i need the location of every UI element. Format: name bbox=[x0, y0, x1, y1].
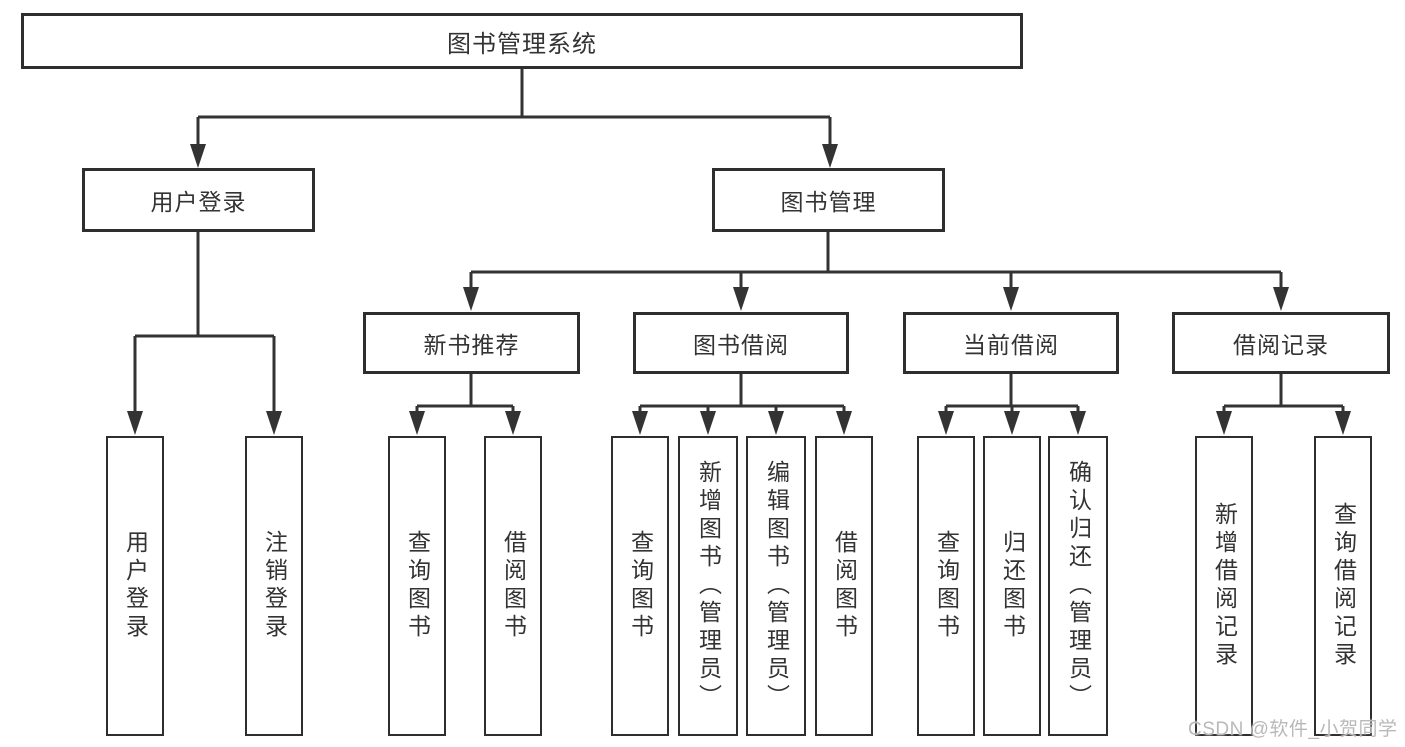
leaf-edit-books-admin: 编辑图书（管理员） bbox=[746, 436, 806, 736]
csdn-watermark: CSDN @软件_小贺同学 bbox=[1188, 714, 1397, 741]
node-label: 查询图书 bbox=[404, 530, 431, 642]
leaf-query-books-current: 查询图书 bbox=[917, 436, 975, 736]
arrowhead bbox=[822, 144, 838, 168]
node-label: 借阅记录 bbox=[1233, 332, 1329, 358]
leaf-borrow-books-recommend: 借阅图书 bbox=[484, 436, 542, 736]
node-label: 借阅图书 bbox=[831, 530, 858, 642]
arrowhead bbox=[1216, 411, 1232, 435]
arrowhead bbox=[632, 411, 648, 435]
arrowhead bbox=[836, 411, 852, 435]
node-library-management-system: 图书管理系统 bbox=[21, 13, 1023, 69]
node-borrowing-records: 借阅记录 bbox=[1172, 312, 1390, 374]
arrowhead bbox=[409, 411, 425, 435]
arrowhead bbox=[1335, 411, 1351, 435]
node-book-borrowing: 图书借阅 bbox=[633, 312, 849, 374]
node-label: 查询图书 bbox=[933, 530, 960, 642]
connector-current-borrow-to-leaves bbox=[944, 374, 1080, 412]
node-label: 用户登录 bbox=[150, 189, 247, 215]
arrowhead bbox=[190, 144, 206, 168]
node-label: 用户登录 bbox=[122, 530, 149, 642]
node-label: 当前借阅 bbox=[963, 332, 1059, 358]
connector-borrow-records-to-leaves bbox=[1222, 374, 1345, 412]
leaf-query-books-borrowing: 查询图书 bbox=[611, 436, 669, 736]
node-label: 新增图书（管理员） bbox=[695, 460, 722, 712]
arrowhead bbox=[938, 411, 954, 435]
leaf-query-books-recommend: 查询图书 bbox=[388, 436, 446, 736]
node-label: 编辑图书（管理员） bbox=[763, 460, 790, 712]
node-label: 确认归还（管理员） bbox=[1065, 460, 1092, 712]
leaf-add-books-admin: 新增图书（管理员） bbox=[678, 436, 738, 736]
leaf-query-borrow-record: 查询借阅记录 bbox=[1314, 436, 1372, 736]
node-label: 借阅图书 bbox=[500, 530, 527, 642]
arrowhead bbox=[1003, 287, 1019, 311]
node-label: 图书借阅 bbox=[693, 332, 789, 358]
arrowheads bbox=[127, 144, 1351, 435]
connector-book-management-to-level3 bbox=[469, 232, 1283, 288]
leaf-user-login: 用户登录 bbox=[106, 436, 164, 736]
arrowhead bbox=[505, 411, 521, 435]
arrowhead bbox=[1004, 411, 1020, 435]
node-new-book-recommendation: 新书推荐 bbox=[363, 312, 580, 374]
node-label: 归还图书 bbox=[999, 530, 1026, 642]
connector-book-borrow-to-leaves bbox=[638, 374, 846, 412]
node-label: 图书管理 bbox=[780, 189, 877, 215]
node-label: 新书推荐 bbox=[423, 332, 520, 358]
node-current-borrowing: 当前借阅 bbox=[903, 312, 1119, 374]
arrowhead bbox=[700, 411, 716, 435]
arrowhead bbox=[266, 411, 282, 435]
leaf-return-books: 归还图书 bbox=[983, 436, 1041, 736]
node-label: 查询借阅记录 bbox=[1330, 502, 1357, 670]
node-label: 注销登录 bbox=[261, 530, 288, 642]
arrowhead bbox=[768, 411, 784, 435]
arrowhead bbox=[127, 411, 143, 435]
node-book-management: 图书管理 bbox=[712, 168, 945, 232]
leaf-add-borrow-record: 新增借阅记录 bbox=[1195, 436, 1253, 736]
arrowhead bbox=[1273, 287, 1289, 311]
node-label: 新增借阅记录 bbox=[1211, 502, 1238, 670]
leaf-borrow-books-borrowing: 借阅图书 bbox=[815, 436, 873, 736]
leaf-confirm-return-admin: 确认归还（管理员） bbox=[1048, 436, 1108, 736]
arrowhead bbox=[463, 287, 479, 311]
watermark-text: CSDN @软件_小贺同学 bbox=[1188, 719, 1398, 740]
connector-user-login-to-leaves bbox=[133, 232, 276, 412]
node-label: 查询图书 bbox=[627, 530, 654, 642]
node-label: 图书管理系统 bbox=[447, 30, 597, 58]
leaf-logout: 注销登录 bbox=[245, 436, 303, 736]
arrowhead bbox=[733, 287, 749, 311]
node-user-login: 用户登录 bbox=[82, 168, 315, 232]
connector-root-to-level2 bbox=[196, 69, 832, 146]
connector-new-book-rec-to-leaves bbox=[415, 374, 515, 412]
arrowhead bbox=[1070, 411, 1086, 435]
